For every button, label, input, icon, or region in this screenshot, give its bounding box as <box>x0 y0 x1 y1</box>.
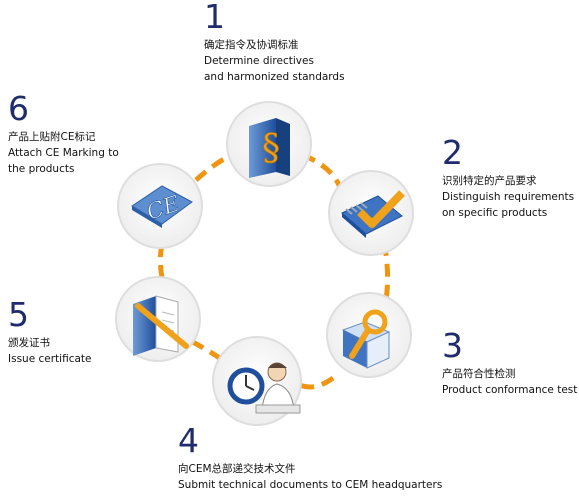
step-4: 4 向CEM总部递交技术文件 Submit technical document… <box>178 424 442 493</box>
step-3-circle <box>326 292 412 378</box>
step-1: 1 确定指令及协调标准 Determine directives and har… <box>204 0 345 85</box>
step-title-en: Product conformance test <box>442 384 578 396</box>
step-title-zh: 颁发证书 <box>8 337 50 349</box>
step-number: 3 <box>442 326 463 365</box>
step-title-zh: 产品上贴附CE标记 <box>8 131 96 143</box>
step-title-zh: 确定指令及协调标准 <box>204 39 299 51</box>
checklist-notebook-icon <box>341 190 405 238</box>
step-title-en: Determine directives and harmonized stan… <box>204 55 345 83</box>
step-5: 5 颁发证书 Issue certificate <box>8 298 91 367</box>
connector-3-4 <box>289 375 335 390</box>
magnifier-box-icon <box>341 309 391 369</box>
step-title-en: Submit technical documents to CEM headqu… <box>178 479 443 491</box>
step-title-en: Attach CE Marking to the products <box>8 147 119 175</box>
step-6-circle: CE <box>117 163 203 249</box>
step-3: 3 产品符合性检测 Product conformance test <box>442 329 577 398</box>
step-2: 2 识别特定的产品要求 Distinguish requirements on … <box>442 136 574 221</box>
step-6: 6 产品上贴附CE标记 Attach CE Marking to the pro… <box>8 92 119 177</box>
step-number: 1 <box>204 0 225 36</box>
step-number: 5 <box>8 295 29 334</box>
connector-4-5 <box>187 337 223 362</box>
step-title-en: Issue certificate <box>8 353 92 365</box>
step-5-circle <box>115 276 201 362</box>
step-title-zh: 向CEM总部递交技术文件 <box>178 463 296 475</box>
step-title-zh: 识别特定的产品要求 <box>442 175 537 187</box>
step-title-zh: 产品符合性检测 <box>442 368 516 380</box>
connector-5-6 <box>157 235 167 279</box>
step-2-circle <box>328 170 414 256</box>
step-title-en: Distinguish requirements on specific pro… <box>442 191 575 219</box>
ce-mark-icon: CE <box>131 185 193 228</box>
certificate-binder-icon <box>133 295 189 356</box>
step-number: 2 <box>442 133 463 172</box>
step-number: 6 <box>8 89 29 128</box>
step-1-circle: § <box>226 101 312 187</box>
step-number: 4 <box>178 421 199 460</box>
engineer-clock-icon <box>227 362 301 414</box>
step-4-circle <box>212 336 302 426</box>
svg-text:§: § <box>262 128 280 169</box>
binder-section-icon: § <box>249 118 290 178</box>
